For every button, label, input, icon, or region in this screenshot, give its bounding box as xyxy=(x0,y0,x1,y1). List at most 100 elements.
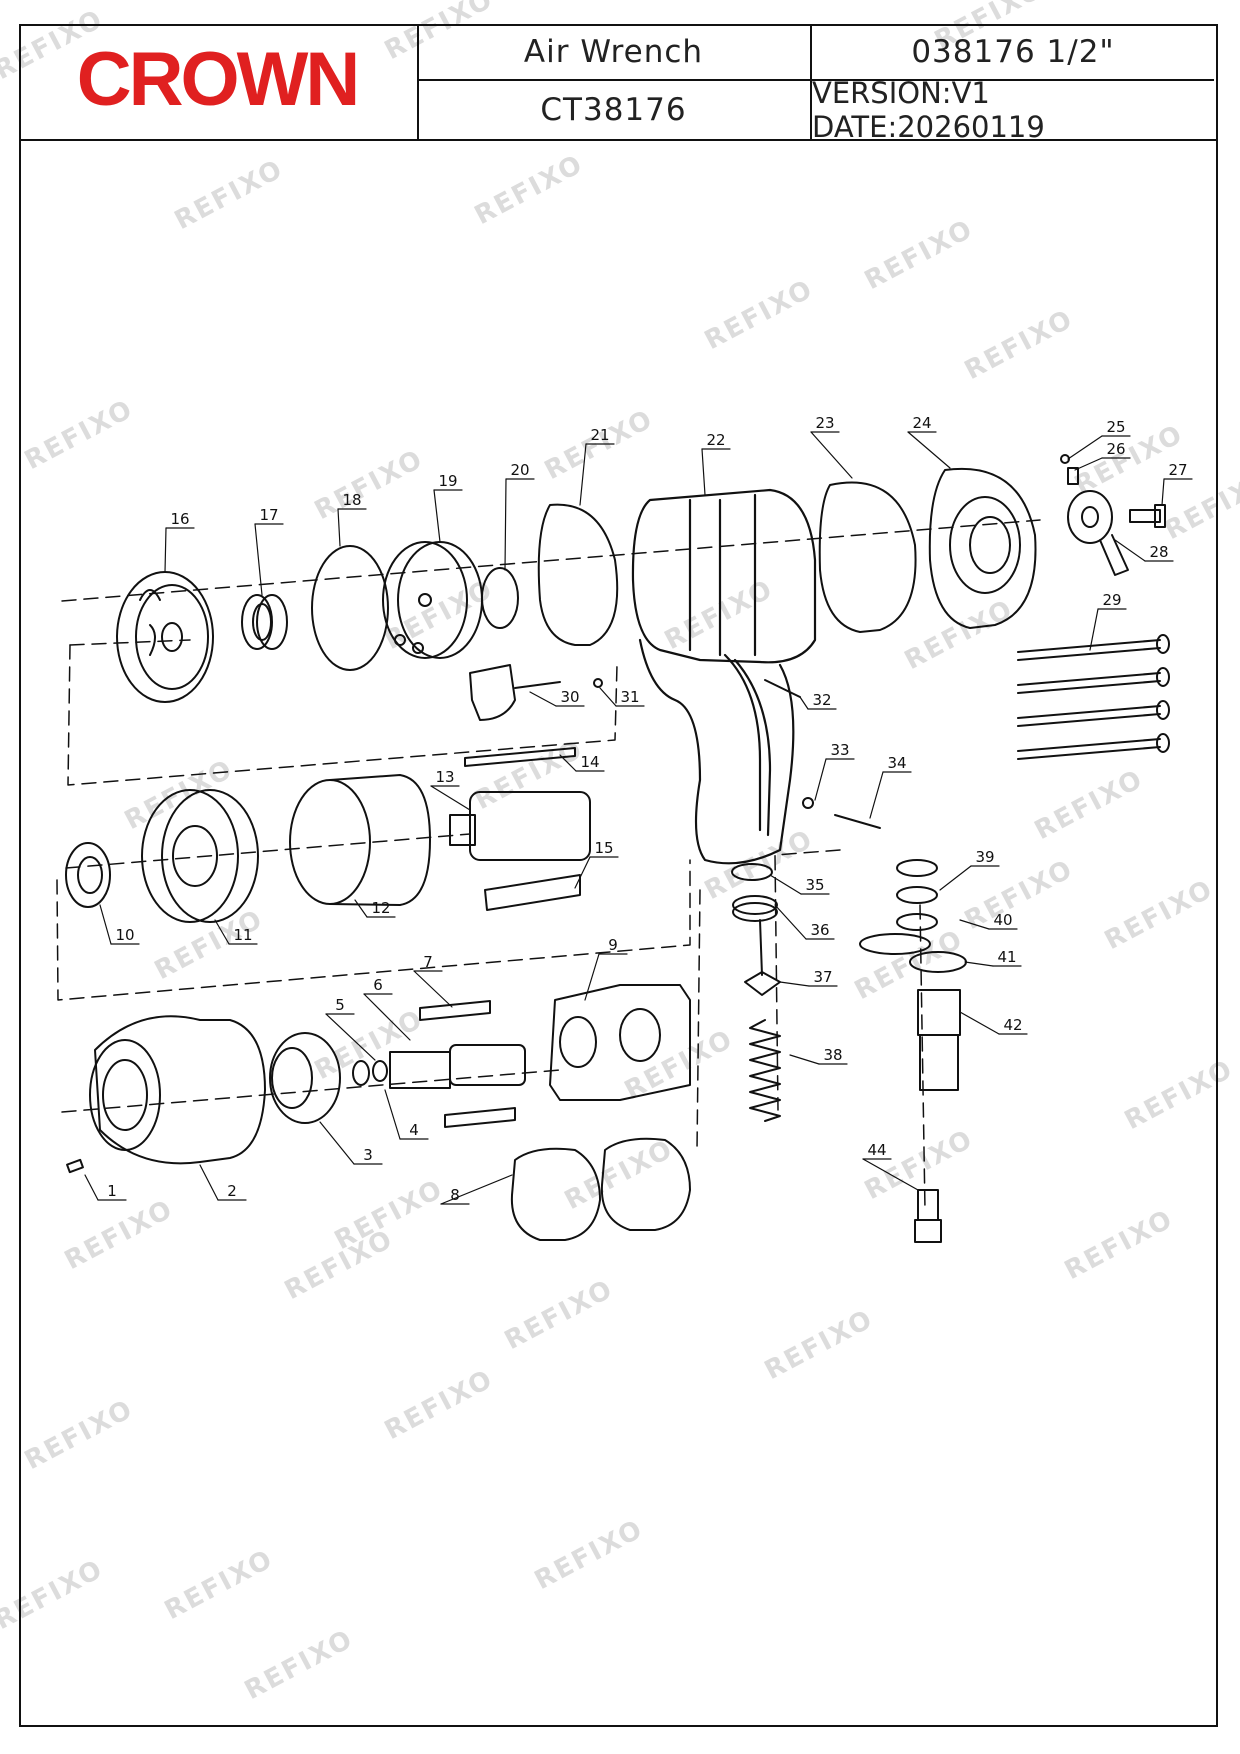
callout-leader-28 xyxy=(1114,539,1146,562)
callout-leader-6 xyxy=(363,993,411,1041)
callout-number-11: 11 xyxy=(233,926,252,944)
brand-wordmark: CROWN xyxy=(77,37,358,122)
callout-leader-27 xyxy=(1161,478,1165,506)
part-18-o-ring xyxy=(311,545,389,671)
part-13-rotor xyxy=(449,791,591,861)
callout-leader-8 xyxy=(440,1174,513,1205)
part-33-o-ring xyxy=(802,797,814,809)
callout-number-9: 9 xyxy=(608,936,618,954)
callout-number-7: 7 xyxy=(423,953,433,971)
part-24-rear-cover xyxy=(928,467,1037,629)
callout-leader-37 xyxy=(779,981,810,987)
part-11-front-end-plate xyxy=(141,789,259,923)
part-3-washer xyxy=(269,1032,341,1124)
callout-leader-17 xyxy=(254,523,263,596)
part-31-o-ring xyxy=(593,678,603,688)
callout-leader-14 xyxy=(559,754,577,772)
callout-number-35: 35 xyxy=(805,876,824,894)
part-28-reverse-knob xyxy=(1067,490,1129,576)
part-9-hammer-cage xyxy=(549,984,691,1101)
part-8-hammer xyxy=(510,1137,691,1241)
drawing-frame xyxy=(19,24,1218,1727)
callout-leader-1 xyxy=(84,1174,99,1201)
part-36-valve-seat xyxy=(732,895,778,922)
crown-logo: CROWN xyxy=(77,37,361,122)
callout-number-30: 30 xyxy=(560,688,579,706)
callout-number-22: 22 xyxy=(706,431,725,449)
callout-number-39: 39 xyxy=(975,848,994,866)
callout-leader-35 xyxy=(769,874,802,895)
callout-leader-39 xyxy=(939,865,972,891)
brand-logo: CROWN xyxy=(19,24,419,139)
callout-number-24: 24 xyxy=(912,414,931,432)
part-19-valve-plate xyxy=(382,541,483,659)
callout-leader-30 xyxy=(529,691,557,707)
part-40-filter xyxy=(859,933,931,955)
title-block: CROWN Air Wrench 038176 1/2" CT38176 VER… xyxy=(19,24,1218,144)
callout-number-14: 14 xyxy=(580,753,599,771)
part-2-front-housing xyxy=(89,1015,266,1165)
callout-number-12: 12 xyxy=(371,899,390,917)
callout-leader-7 xyxy=(413,970,453,1008)
callout-number-15: 15 xyxy=(594,839,613,857)
part-44-air-inlet xyxy=(914,1189,942,1243)
part-20-o-ring xyxy=(481,567,519,629)
part-34-pin xyxy=(834,814,881,829)
callout-leader-2 xyxy=(199,1164,219,1201)
callout-leader-19 xyxy=(433,489,441,543)
part-7-pin-lower xyxy=(444,1107,516,1128)
callout-leader-26 xyxy=(1074,457,1103,471)
callout-leader-3 xyxy=(319,1121,355,1165)
part-7-pin xyxy=(419,1000,491,1021)
callout-number-44: 44 xyxy=(867,1141,886,1159)
part-26-spring xyxy=(1067,467,1079,485)
callout-number-32: 32 xyxy=(812,691,831,709)
callout-number-4: 4 xyxy=(409,1121,419,1139)
callout-leader-44 xyxy=(862,1158,919,1191)
callout-number-26: 26 xyxy=(1106,440,1125,458)
callout-number-34: 34 xyxy=(887,754,906,772)
callout-leader-36 xyxy=(774,904,807,940)
part-22-housing xyxy=(631,488,817,865)
callout-leader-11 xyxy=(214,919,230,945)
part-42-inlet-bushing xyxy=(917,989,961,1091)
part-37-valve xyxy=(744,919,781,996)
callout-leader-40 xyxy=(959,919,990,930)
part-27-screw xyxy=(1129,504,1166,528)
callout-number-38: 38 xyxy=(823,1046,842,1064)
callout-number-31: 31 xyxy=(620,688,639,706)
callout-number-42: 42 xyxy=(1003,1016,1022,1034)
callout-leader-38 xyxy=(789,1054,820,1065)
product-name: Air Wrench xyxy=(417,24,812,81)
part-5-o-ring xyxy=(372,1060,388,1082)
part-10-bearing xyxy=(65,842,111,908)
callout-number-20: 20 xyxy=(510,461,529,479)
callout-leader-10 xyxy=(99,904,112,945)
callout-leader-24 xyxy=(907,431,951,469)
callout-number-33: 33 xyxy=(830,741,849,759)
callout-number-27: 27 xyxy=(1168,461,1187,479)
part-12-cylinder xyxy=(289,774,431,906)
callout-number-36: 36 xyxy=(810,921,829,939)
model-number: CT38176 xyxy=(417,81,812,139)
callout-number-23: 23 xyxy=(815,414,834,432)
part-14-pin xyxy=(464,747,576,767)
callout-leader-32 xyxy=(799,696,809,710)
part-29-bolts xyxy=(1017,634,1170,760)
part-15-vane xyxy=(484,874,581,911)
callout-number-17: 17 xyxy=(259,506,278,524)
part-1-screw xyxy=(66,1158,84,1174)
callout-leader-16 xyxy=(164,527,167,573)
part-41-gasket xyxy=(909,951,967,973)
part-16-rear-end-plate xyxy=(116,571,214,703)
callout-number-40: 40 xyxy=(993,911,1012,929)
callout-leader-42 xyxy=(959,1011,1000,1035)
part-38-spring xyxy=(749,1019,781,1122)
callout-number-28: 28 xyxy=(1149,543,1168,561)
part-code: 038176 1/2" xyxy=(812,24,1214,81)
callout-number-25: 25 xyxy=(1106,418,1125,436)
callout-leader-34 xyxy=(869,771,884,819)
callout-number-5: 5 xyxy=(335,996,345,1014)
